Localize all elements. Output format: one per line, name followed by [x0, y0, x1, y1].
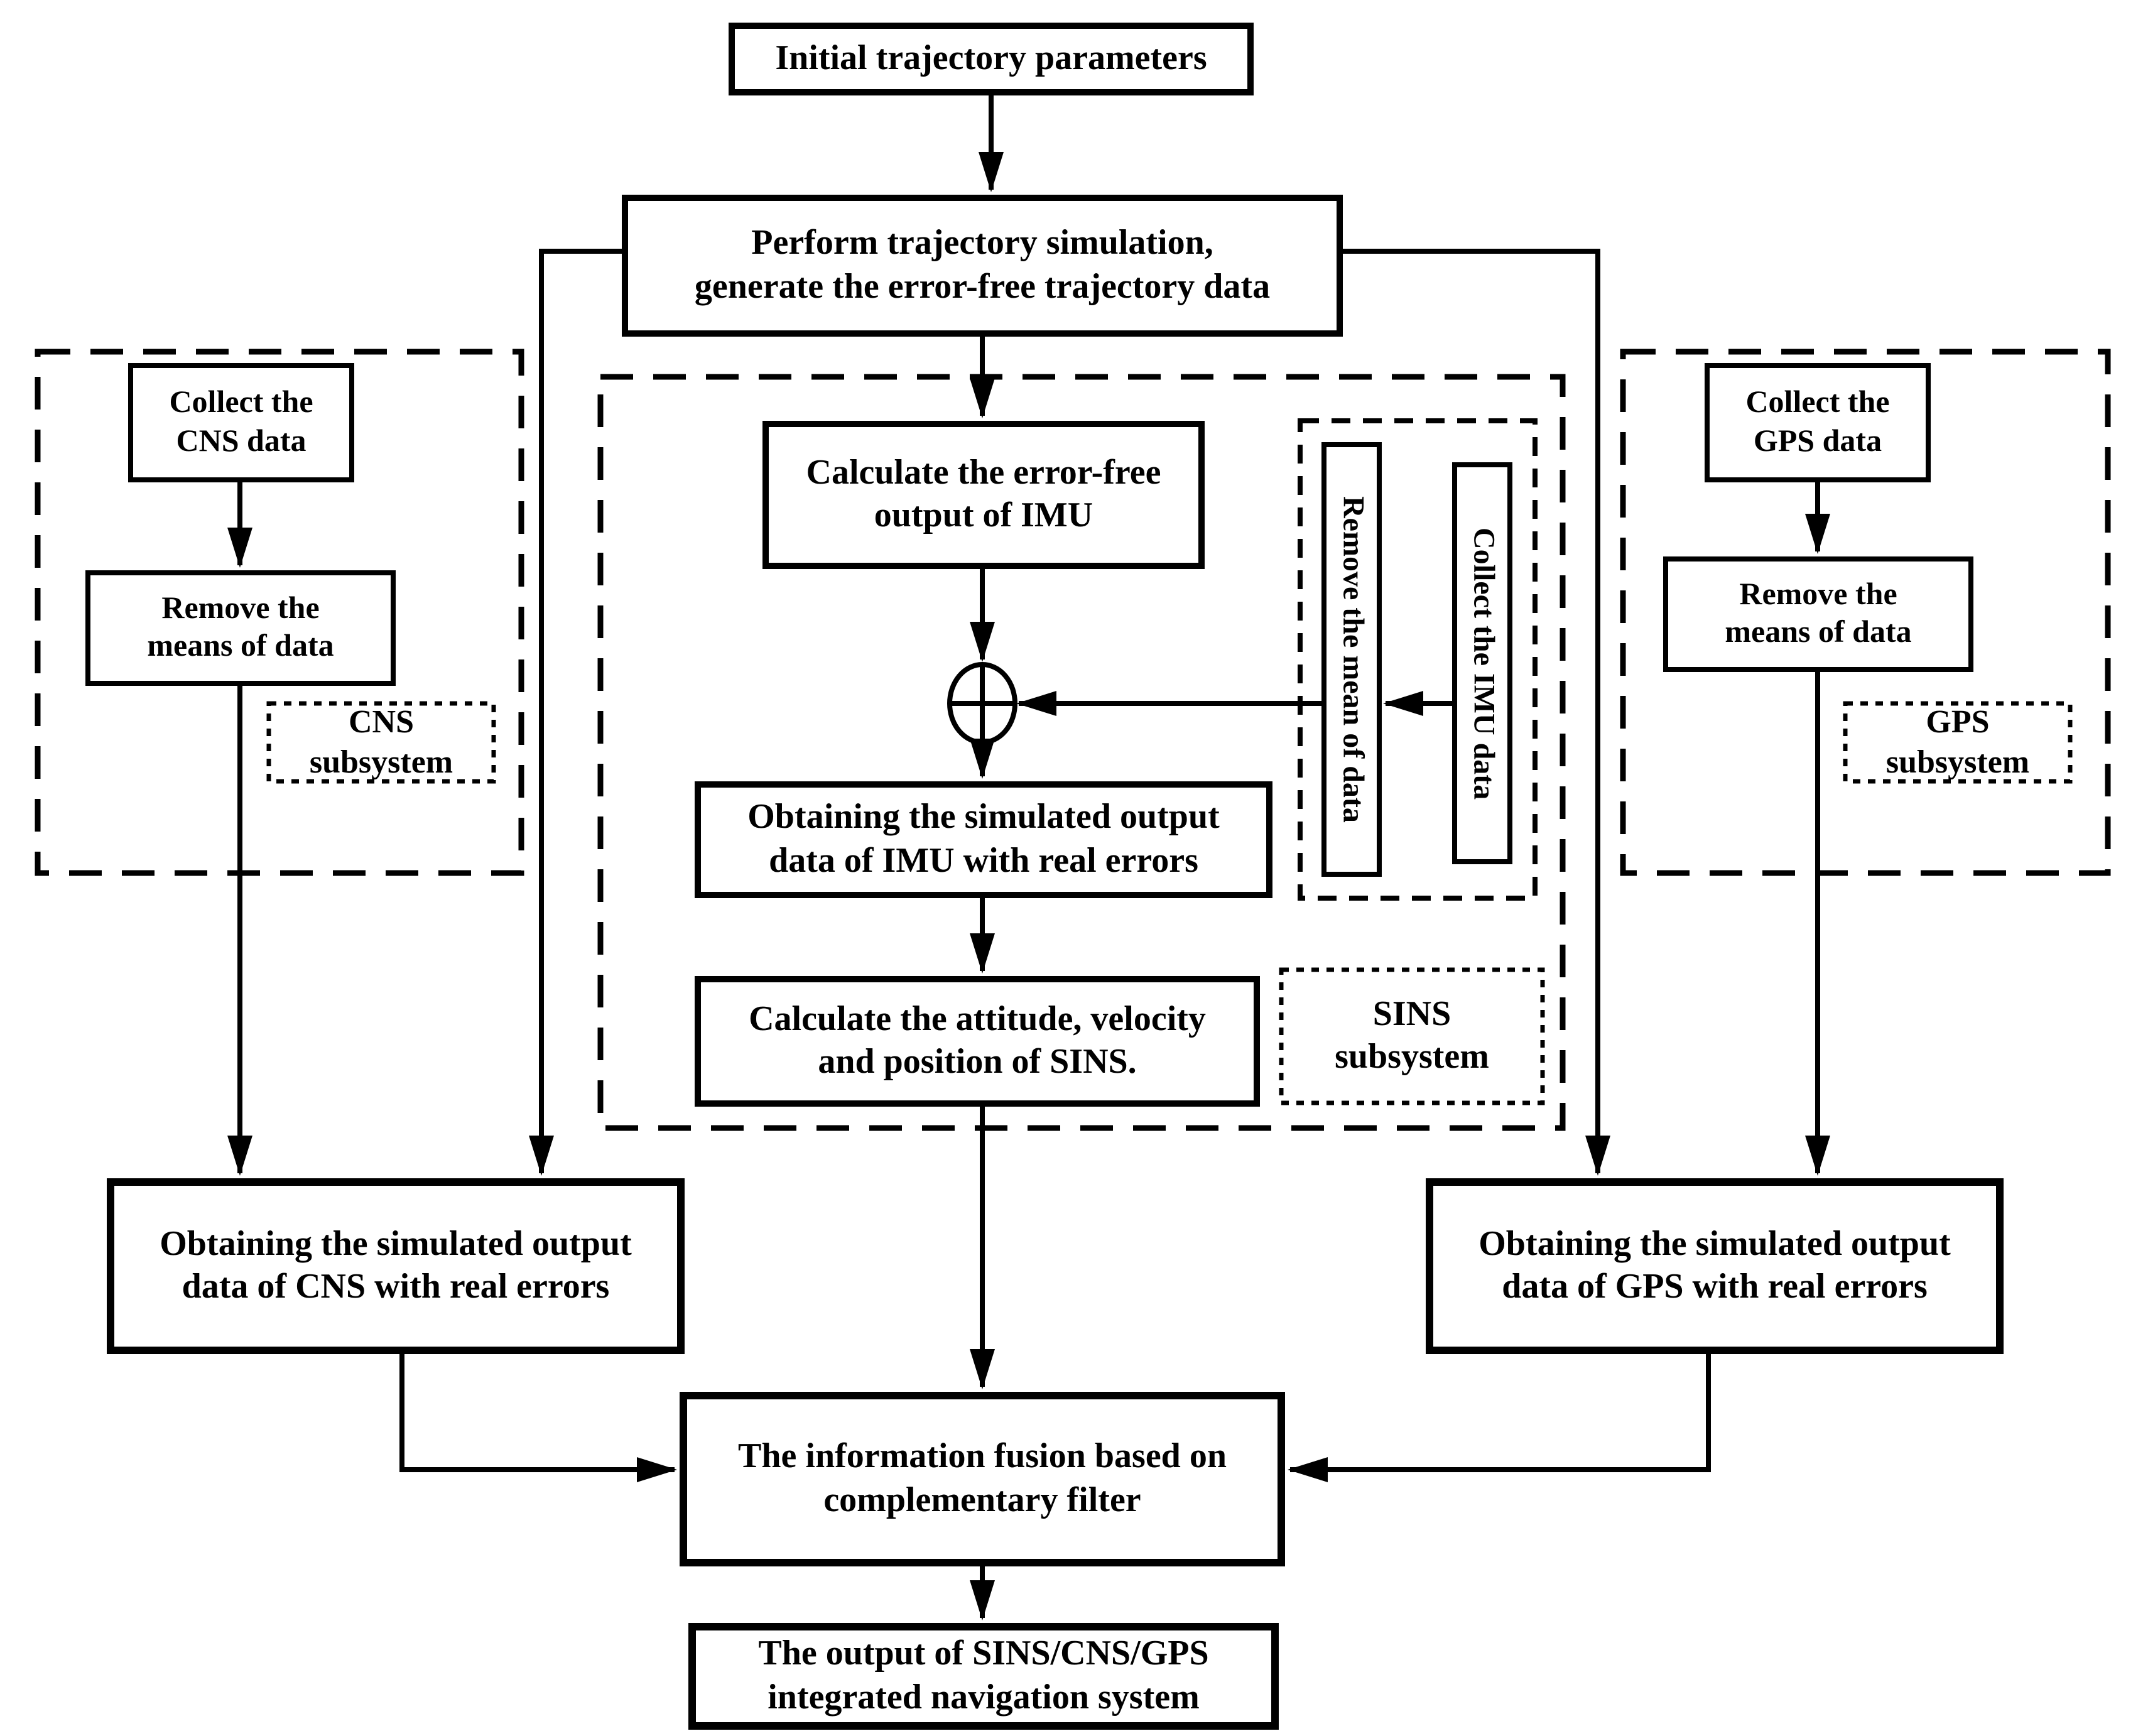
node-label-line2: data of IMU with real errors — [769, 841, 1198, 880]
label-line2: subsystem — [1335, 1038, 1489, 1077]
node-label-line2: GPS data — [1753, 424, 1882, 458]
rail-perform-to-gps-obtain — [1343, 249, 1610, 1176]
arrow-gps-obtain-to-fusion — [1288, 1354, 1711, 1482]
node-collect-gps-data: Collect the GPS data — [1705, 363, 1931, 482]
node-label-line2: means of data — [1725, 616, 1912, 649]
node-label: Collect the IMU data — [1467, 527, 1500, 800]
node-label-line1: Obtaining the simulated output — [747, 798, 1220, 837]
imu-collection-boundary — [1298, 418, 1538, 901]
node-label: Remove the mean of data — [1336, 496, 1369, 823]
node-collect-imu-data: Collect the IMU data — [1452, 462, 1512, 864]
node-label-line1: Remove the — [161, 591, 320, 625]
gps-subsystem-boundary — [1620, 349, 2111, 876]
node-label-line1: Obtaining the simulated output — [160, 1224, 632, 1264]
node-integrated-navigation-output: The output of SINS/CNS/GPS integrated na… — [688, 1623, 1279, 1730]
node-label-line1: The information fusion based on — [738, 1437, 1227, 1477]
node-label-line2: output of IMU — [874, 496, 1093, 535]
node-imu-simulated-output: Obtaining the simulated output data of I… — [695, 781, 1272, 898]
node-remove-mean-of-imu-data: Remove the mean of data — [1321, 442, 1382, 877]
node-information-fusion: The information fusion based on compleme… — [680, 1392, 1285, 1566]
node-label-line1: Obtaining the simulated output — [1478, 1224, 1951, 1264]
node-label-line1: The output of SINS/CNS/GPS — [758, 1634, 1209, 1674]
node-label-line1: Perform trajectory simulation, — [751, 224, 1213, 263]
label-line1: CNS — [348, 703, 414, 741]
label-sins-subsystem: SINS subsystem — [1281, 970, 1543, 1103]
node-label-line2: and position of SINS. — [818, 1043, 1137, 1082]
node-label-line2: integrated navigation system — [768, 1678, 1200, 1717]
node-label-line1: Collect the — [169, 386, 313, 420]
cns-subsystem-boundary — [35, 349, 524, 876]
label-line2: subsystem — [1885, 744, 2030, 780]
cns-label-frame — [266, 701, 496, 784]
node-label-line2: CNS data — [176, 424, 307, 458]
node-label-line2: means of data — [147, 629, 334, 663]
node-collect-cns-data: Collect the CNS data — [128, 363, 354, 482]
node-label-line1: Calculate the error-free — [806, 453, 1161, 492]
node-remove-means-gps: Remove the means of data — [1663, 556, 1973, 672]
node-remove-means-cns: Remove the means of data — [85, 570, 396, 686]
node-label-line1: Collect the — [1745, 386, 1890, 420]
node-label-line2: generate the error-free trajectory data — [694, 267, 1271, 306]
node-label-line2: complementary filter — [823, 1480, 1141, 1519]
rail-perform-to-cns-obtain — [529, 249, 622, 1176]
arrow-cns-obtain-to-fusion — [399, 1354, 677, 1482]
node-label-line1: Calculate the attitude, velocity — [749, 999, 1206, 1039]
node-calculate-error-free-imu-output: Calculate the error-free output of IMU — [762, 421, 1205, 569]
sum-junction-icon — [947, 662, 1017, 745]
node-cns-simulated-output: Obtaining the simulated output data of C… — [107, 1178, 685, 1354]
label-line1: GPS — [1926, 703, 1990, 741]
node-label-line2: data of CNS with real errors — [182, 1267, 610, 1306]
sins-subsystem-boundary — [597, 374, 1566, 1131]
node-label-line2: data of GPS with real errors — [1502, 1267, 1928, 1306]
node-initial-trajectory-parameters: Initial trajectory parameters — [729, 23, 1254, 95]
node-label: Initial trajectory parameters — [775, 38, 1207, 78]
gps-label-frame — [1843, 701, 2073, 784]
label-line2: subsystem — [309, 744, 453, 780]
label-gps-subsystem: GPS subsystem — [1845, 703, 2070, 781]
node-label-line1: Remove the — [1739, 577, 1897, 611]
label-line1: SINS — [1372, 994, 1451, 1034]
label-cns-subsystem: CNS subsystem — [269, 703, 494, 781]
node-calculate-attitude-velocity-position: Calculate the attitude, velocity and pos… — [695, 976, 1260, 1107]
node-gps-simulated-output: Obtaining the simulated output data of G… — [1426, 1178, 2004, 1354]
node-perform-trajectory-simulation: Perform trajectory simulation, generate … — [622, 195, 1343, 337]
